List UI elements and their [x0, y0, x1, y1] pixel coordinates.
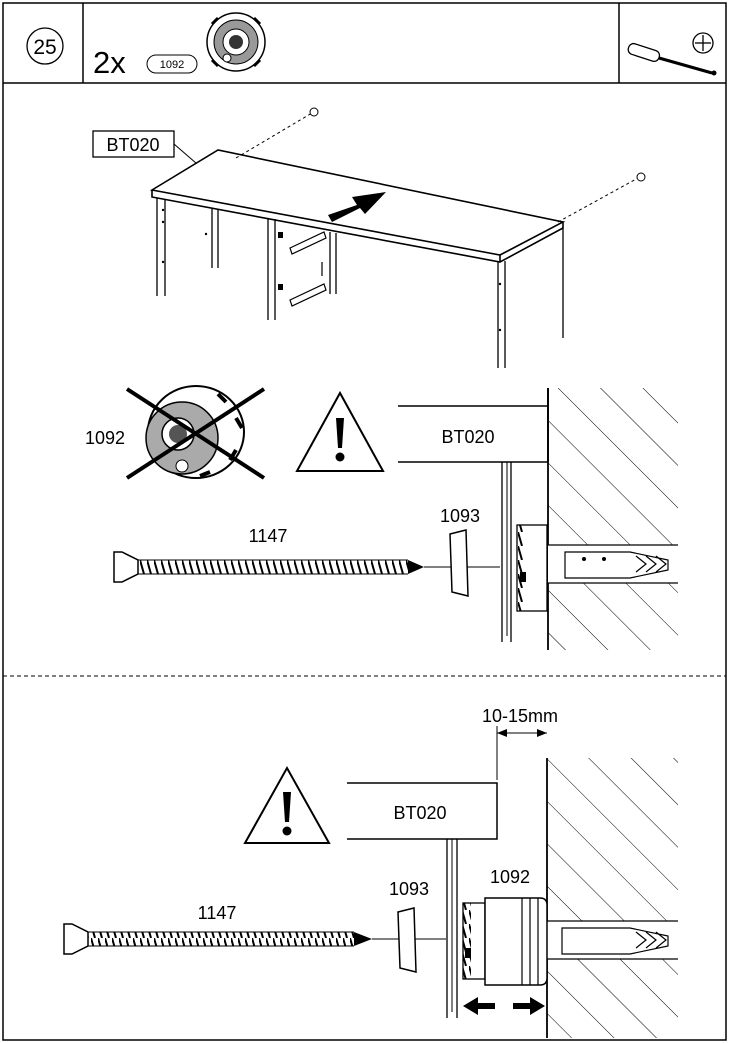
washer-1093 [449, 529, 469, 597]
panel-label-box [92, 130, 175, 158]
connector-part-icon [206, 12, 266, 72]
washer-label: 1093 [440, 506, 480, 526]
screwdriver-icon [627, 42, 717, 76]
screw-hole-marker [309, 107, 319, 117]
adjust-direction-arrows [463, 997, 545, 1015]
panel-label: BT020 [393, 803, 446, 823]
part-id-label: 1092 [160, 59, 184, 71]
step-number: 25 [33, 36, 56, 59]
desk-assembly-view: BT020 [92, 107, 646, 368]
crossed-part-label: 1092 [85, 428, 125, 448]
panel-label: BT020 [106, 135, 159, 155]
screw-label: 1147 [249, 526, 288, 546]
washer-1093 [397, 907, 417, 973]
middle-detail-view: 1092 BT020 [85, 385, 678, 650]
cross-out-line [125, 387, 266, 480]
quantity-label: 2x [93, 45, 126, 80]
warning-triangle-icon [243, 765, 331, 844]
wall-plug [564, 551, 669, 579]
wall-section [547, 758, 678, 1038]
wall-section [548, 388, 678, 650]
header-bar: 25 2x 1092 [3, 3, 726, 84]
washer-label: 1093 [389, 879, 429, 899]
part-id-pill [146, 54, 198, 74]
phillips-head-icon [692, 32, 714, 54]
panel-label: BT020 [441, 427, 494, 447]
screw-1147 [63, 923, 372, 955]
bottom-detail-view: 10-15mm BT020 1092 [63, 706, 678, 1038]
screw-label: 1147 [198, 903, 237, 923]
wall-plug [561, 927, 669, 955]
adapter-label: 1092 [490, 867, 530, 887]
step-number-circle [26, 27, 64, 65]
screw-1147 [113, 551, 424, 583]
push-direction-arrow [328, 192, 386, 222]
screw-hole-marker [636, 172, 646, 182]
warning-triangle-icon [295, 390, 385, 472]
gap-dimension-label: 10-15mm [482, 706, 558, 726]
adapter-1092 [462, 897, 548, 986]
